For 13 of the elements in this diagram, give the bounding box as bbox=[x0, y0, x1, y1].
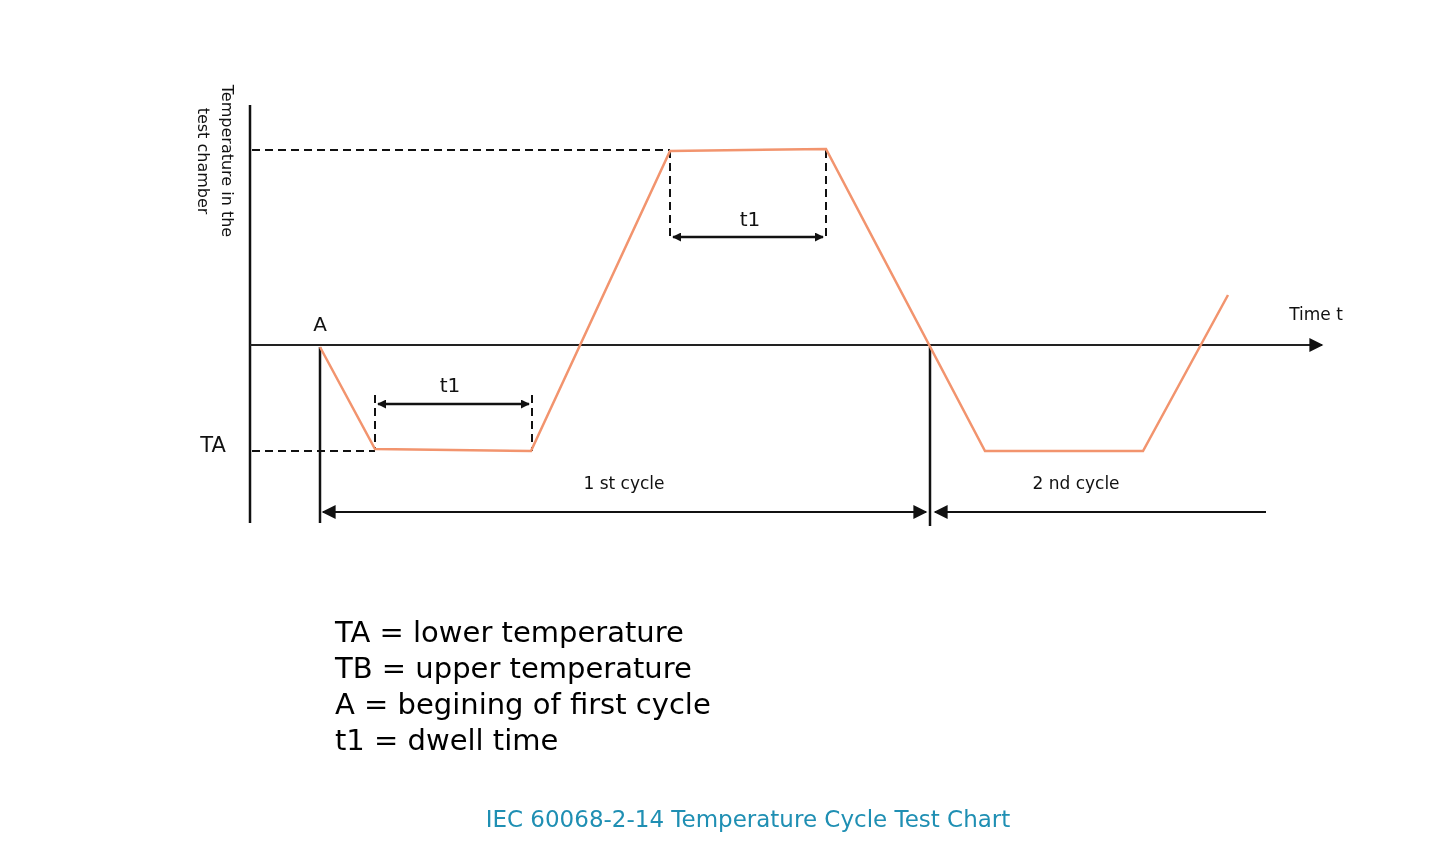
axis-title: Temperature in the test chamber bbox=[193, 83, 238, 240]
key-entry: t1 = dwell time bbox=[335, 723, 559, 757]
dimension-label: t1 bbox=[439, 373, 461, 397]
key-entry: TB = upper temperature bbox=[335, 651, 692, 685]
cycle-label: 2 nd cycle bbox=[1032, 474, 1120, 494]
key-entry: TA = lower temperature bbox=[335, 615, 684, 649]
cycle-label: 1 st cycle bbox=[583, 474, 665, 494]
axis-label: Time t bbox=[1289, 305, 1343, 325]
point-label: TA bbox=[200, 432, 226, 458]
point-label: A bbox=[313, 312, 327, 336]
dimension-label: t1 bbox=[739, 207, 761, 231]
key-entry: A = begining of first cycle bbox=[335, 687, 711, 721]
caption: IEC 60068-2-14 Temperature Cycle Test Chart bbox=[484, 806, 1012, 832]
